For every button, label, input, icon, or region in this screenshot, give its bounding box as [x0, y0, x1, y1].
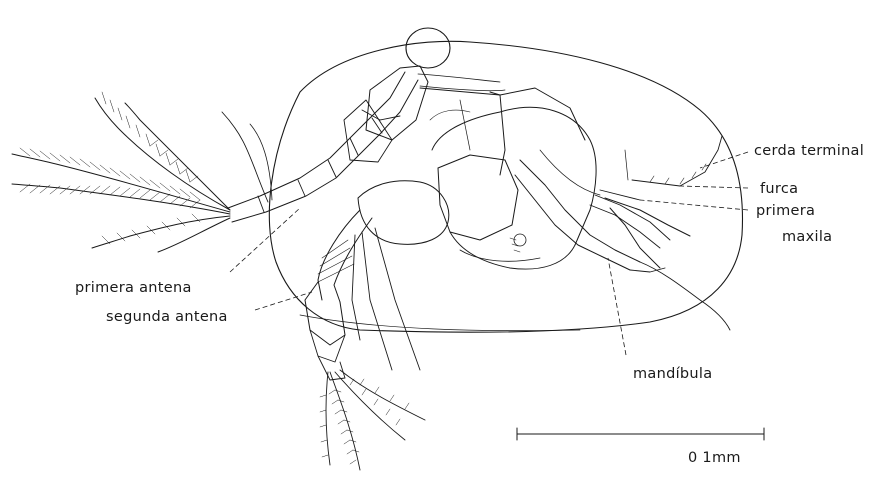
second-antenna: [305, 210, 425, 470]
label-primera-maxila-line1: primera: [756, 203, 815, 219]
label-mandibula: mandíbula: [633, 366, 712, 382]
first-antenna-setae: [12, 92, 230, 252]
label-furca: furca: [760, 181, 798, 197]
scale-bar: 0 1mm: [517, 428, 764, 466]
label-primera-antena: primera antena: [75, 280, 192, 296]
label-cerda-terminal: cerda terminal: [754, 143, 864, 159]
label-segunda-antena: segunda antena: [106, 309, 228, 325]
labels: cerda terminal furca primera maxila prim…: [75, 143, 864, 382]
leader-lines: [230, 152, 748, 355]
scale-bar-label: 0 1mm: [688, 450, 741, 466]
furca: [600, 136, 722, 268]
carapace-outline: [269, 41, 742, 332]
label-primera-maxila-line2: maxila: [782, 229, 832, 245]
body-limbs: [358, 88, 730, 330]
